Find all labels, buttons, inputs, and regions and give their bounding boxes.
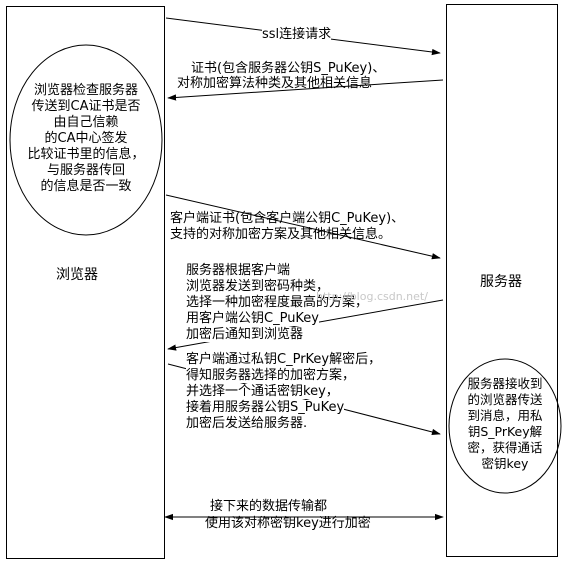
watermark: http://blog.csdn.net/	[316, 290, 428, 303]
client-session-line2: 得知服务器选择的加密方案，	[186, 368, 356, 383]
final-line1: 接下来的数据传输都	[210, 499, 328, 514]
final-line2: 使用该对称密钥key进行加密	[205, 516, 371, 531]
browser-check-ellipse	[9, 44, 163, 236]
server-choose-line5: 加密后通知到浏览器	[186, 327, 304, 342]
server-note-line1: 服务器接收到	[467, 376, 543, 391]
server-box	[446, 4, 558, 557]
server-note-line4: 钥S_PrKey解	[467, 424, 543, 439]
browser-note-line7: 的信息是否一致	[40, 179, 132, 194]
server-note-line2: 的浏览器传送	[467, 392, 543, 407]
browser-note-line2: 传送到CA证书是否	[31, 99, 141, 114]
client-session-line1: 客户端通过私钥C_PrKey解密后，	[186, 352, 382, 367]
browser-note-line5: 比较证书里的信息，	[27, 147, 145, 162]
client-cert-label-line2: 支持的对称加密方案及其他相关信息。	[170, 227, 392, 242]
server-note-line3: 到消息，用私	[467, 408, 543, 423]
browser-box	[6, 6, 165, 559]
browser-note-line1: 浏览器检查服务器	[33, 83, 138, 98]
server-choose-line4: 用客户端公钥C_PuKey	[186, 311, 319, 326]
server-note-line5: 密，获得通话	[467, 440, 543, 455]
server-label: 服务器	[480, 274, 522, 290]
client-session-line5: 加密后发送给服务器.	[186, 416, 308, 431]
client-cert-label-line1: 客户端证书(包含客户端公钥C_PuKey)、	[170, 211, 405, 226]
ssl-request-label: ssl连接请求	[262, 27, 332, 42]
browser-note-line4: 的CA中心签发	[44, 131, 128, 146]
client-cert-arrow	[165, 194, 441, 260]
server-choose-line2: 浏览器发送到密码种类，	[186, 279, 330, 294]
cert-label-line1: 证书(包含服务器公钥S_PuKey)、	[191, 61, 386, 76]
cert-arrow	[167, 79, 444, 101]
client-session-line3: 并选择一个通话密钥key，	[186, 384, 339, 399]
browser-note-line6: 与服务器传回	[46, 163, 125, 178]
browser-note-line3: 由自己信赖	[53, 115, 119, 130]
server-note-line6: 密钥key	[481, 456, 529, 471]
server-choose-line1: 服务器根据客户端	[186, 263, 291, 278]
server-choose-line3: 选择一种加密程度最高的方案，	[186, 295, 369, 310]
client-session-line4: 接着用服务器公钥S_PuKey	[186, 400, 345, 415]
cert-label-line2: 对称加密算法种类及其他相关信息	[177, 76, 373, 91]
browser-label: 浏览器	[56, 267, 98, 283]
server-receive-ellipse	[448, 358, 562, 494]
